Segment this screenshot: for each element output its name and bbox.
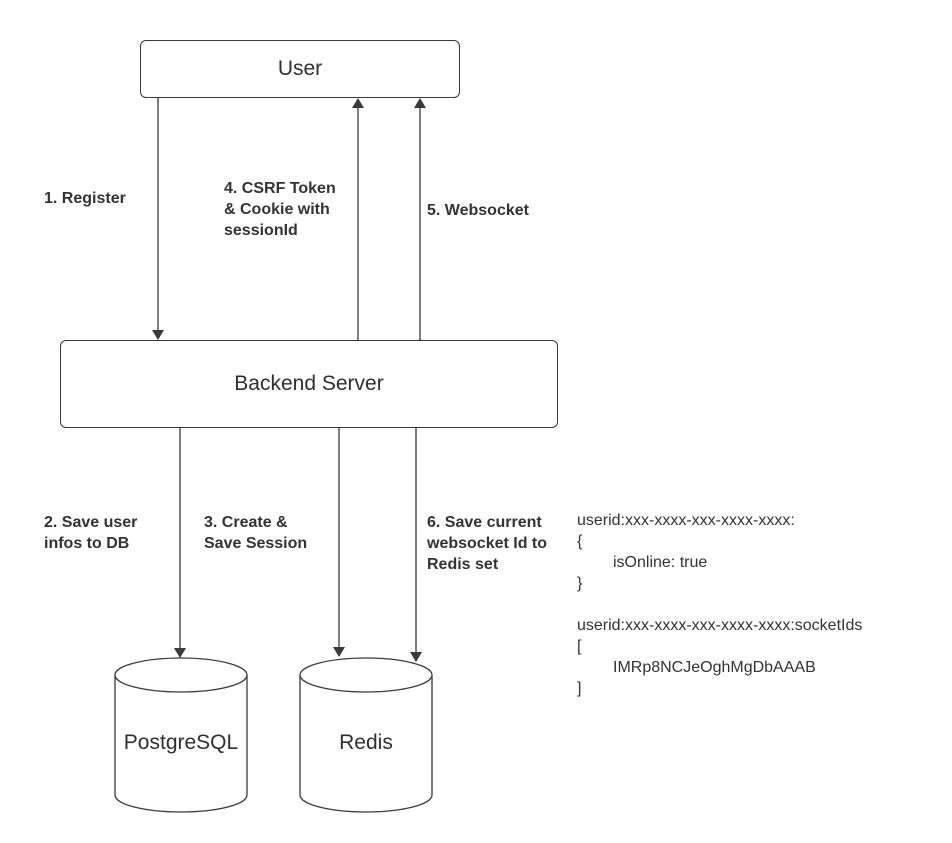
online-close-brace: }: [577, 575, 583, 592]
backend-server-node: Backend Server: [60, 340, 558, 428]
redis-cylinder: [299, 657, 433, 813]
redis-socket-ids-block: userid:xxx-xxxx-xxx-xxxx-xxxx:socketIds …: [577, 615, 862, 699]
online-value-line: isOnline: true: [613, 554, 708, 571]
redis-node-label: Redis: [339, 731, 393, 754]
redis-online-status-block: userid:xxx-xxxx-xxx-xxxx-xxxx: { isOnlin…: [577, 510, 795, 594]
sockets-value-line: IMRp8NCJeOghMgDbAAAB: [613, 659, 816, 676]
online-open-brace: {: [577, 533, 583, 550]
online-key-line: userid:xxx-xxxx-xxx-xxxx-xxxx:: [577, 512, 795, 529]
postgres-node-label: PostgreSQL: [123, 731, 239, 754]
user-node: User: [140, 40, 460, 98]
save-socket-edge-label: 6. Save current websocket Id to Redis se…: [427, 514, 548, 573]
save-user-edge-label: 2. Save user infos to DB: [44, 514, 138, 552]
postgres-cylinder: [114, 657, 248, 813]
backend-server-node-label: Backend Server: [234, 372, 384, 395]
sockets-open-bracket: [: [577, 638, 582, 655]
sockets-key-line: userid:xxx-xxxx-xxx-xxxx-xxxx:socketIds: [577, 617, 863, 634]
create-session-edge-label: 3. Create & Save Session: [204, 514, 308, 552]
sockets-close-bracket: ]: [577, 680, 582, 697]
csrf-token-edge-label: 4. CSRF Token & Cookie with sessionId: [224, 180, 336, 239]
user-node-label: User: [277, 57, 323, 80]
register-edge-label: 1. Register: [44, 190, 126, 207]
websocket-edge-label: 5. Websocket: [427, 202, 529, 219]
